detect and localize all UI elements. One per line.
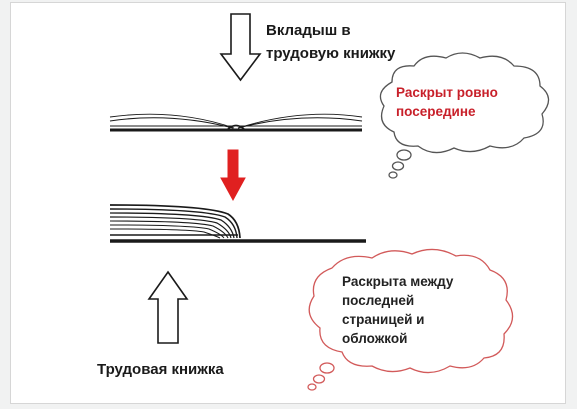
cloud-bottom-line1: Раскрыта между xyxy=(342,274,454,289)
insert-label-line2: трудовую книжку xyxy=(266,45,396,62)
thought-cloud-top xyxy=(379,52,550,179)
open-book-middle xyxy=(109,113,363,132)
thought-cloud-bottom xyxy=(307,248,514,391)
open-book-last-page xyxy=(109,204,366,243)
cloud-bottom-line3: страницей и xyxy=(342,312,425,327)
cloud-top-line1: Раскрыт ровно xyxy=(396,85,498,100)
cloud-top-line2: посередине xyxy=(396,104,476,119)
cloud-bottom-line2: последней xyxy=(342,293,415,308)
cloud-top-text: Раскрыт ровно посередине xyxy=(396,83,546,121)
cloud-bottom-text: Раскрыта между последней страницей и обл… xyxy=(342,272,512,348)
red-down-arrow-icon xyxy=(220,149,246,202)
book-label: Трудовая книжка xyxy=(97,361,224,378)
book-up-arrow-icon xyxy=(147,270,189,344)
insert-down-arrow-icon xyxy=(219,13,262,82)
insert-label-line1: Вкладыш в xyxy=(266,22,351,39)
cloud-bottom-line4: обложкой xyxy=(342,331,408,346)
